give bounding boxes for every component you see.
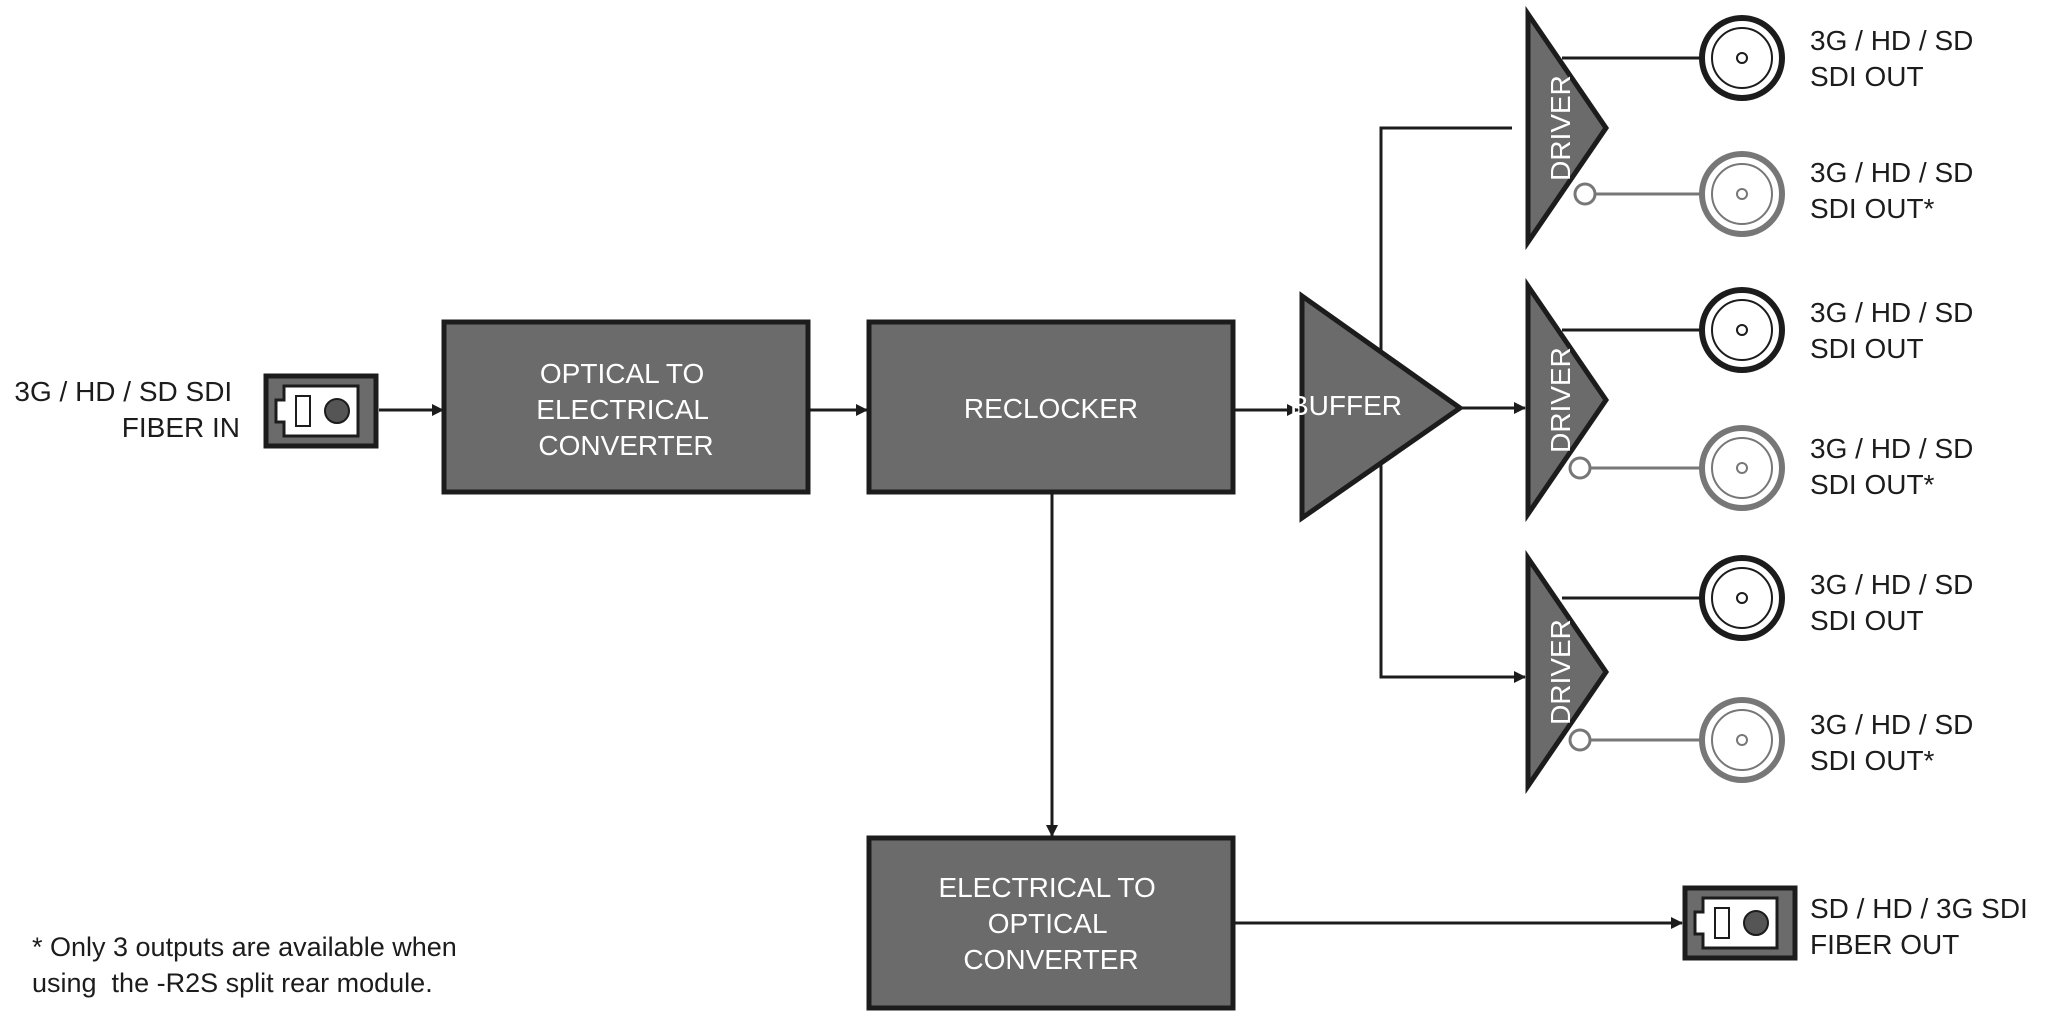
reclocker-label: RECLOCKER [964,393,1138,424]
driver-amplifier-1: DRIVER [1525,5,1610,251]
bnc-connector-icon [1699,697,1785,783]
driver-amplifier-3: DRIVER [1525,549,1610,795]
buffer-amplifier: BUFFER [1290,291,1465,523]
output-label-6: 3G / HD / SD SDI OUT* [1810,709,1981,776]
arrow-buffer-to-driver-3 [1379,464,1526,683]
output-label-5: 3G / HD / SD SDI OUT [1810,569,1981,636]
buffer-label: BUFFER [1290,390,1402,421]
output-label-2: 3G / HD / SD SDI OUT* [1810,157,1981,224]
wire-buffer-to-driver-1 [1379,126,1512,352]
driver-label-1: DRIVER [1545,75,1576,181]
output-label-4: 3G / HD / SD SDI OUT* [1810,433,1981,500]
fiber-out-connector-icon [1682,885,1798,961]
electrical-to-optical-converter-block: ELECTRICAL TO OPTICAL CONVERTER [866,835,1236,1011]
electrical-to-optical-label: ELECTRICAL TO OPTICAL CONVERTER [938,872,1163,975]
driver-label-3: DRIVER [1545,619,1576,725]
footnote: * Only 3 outputs are available when usin… [32,932,464,998]
inverting-output-bubble [1568,456,1592,480]
inverting-output-bubble [1568,728,1592,752]
optical-to-electrical-label: OPTICAL TO ELECTRICAL CONVERTER [536,358,715,461]
bnc-connector-icon [1699,425,1785,511]
driver-amplifier-2: DRIVER [1525,277,1610,523]
bnc-connector-icon [1699,151,1785,237]
bnc-connector-icon [1699,555,1785,641]
bnc-connector-icon [1699,15,1785,101]
inverting-output-bubble [1573,182,1597,206]
output-label-3: 3G / HD / SD SDI OUT [1810,297,1981,364]
fiber-in-connector-icon [263,373,379,449]
reclocker-block: RECLOCKER [866,319,1236,495]
fiber-out-label: SD / HD / 3G SDI FIBER OUT [1810,893,2036,960]
bnc-connector-icon [1699,287,1785,373]
fiber-in-label: 3G / HD / SD SDI FIBER IN [14,376,240,443]
optical-to-electrical-converter-block: OPTICAL TO ELECTRICAL CONVERTER [441,319,811,495]
driver-label-2: DRIVER [1545,347,1576,453]
output-label-1: 3G / HD / SD SDI OUT [1810,25,1981,92]
